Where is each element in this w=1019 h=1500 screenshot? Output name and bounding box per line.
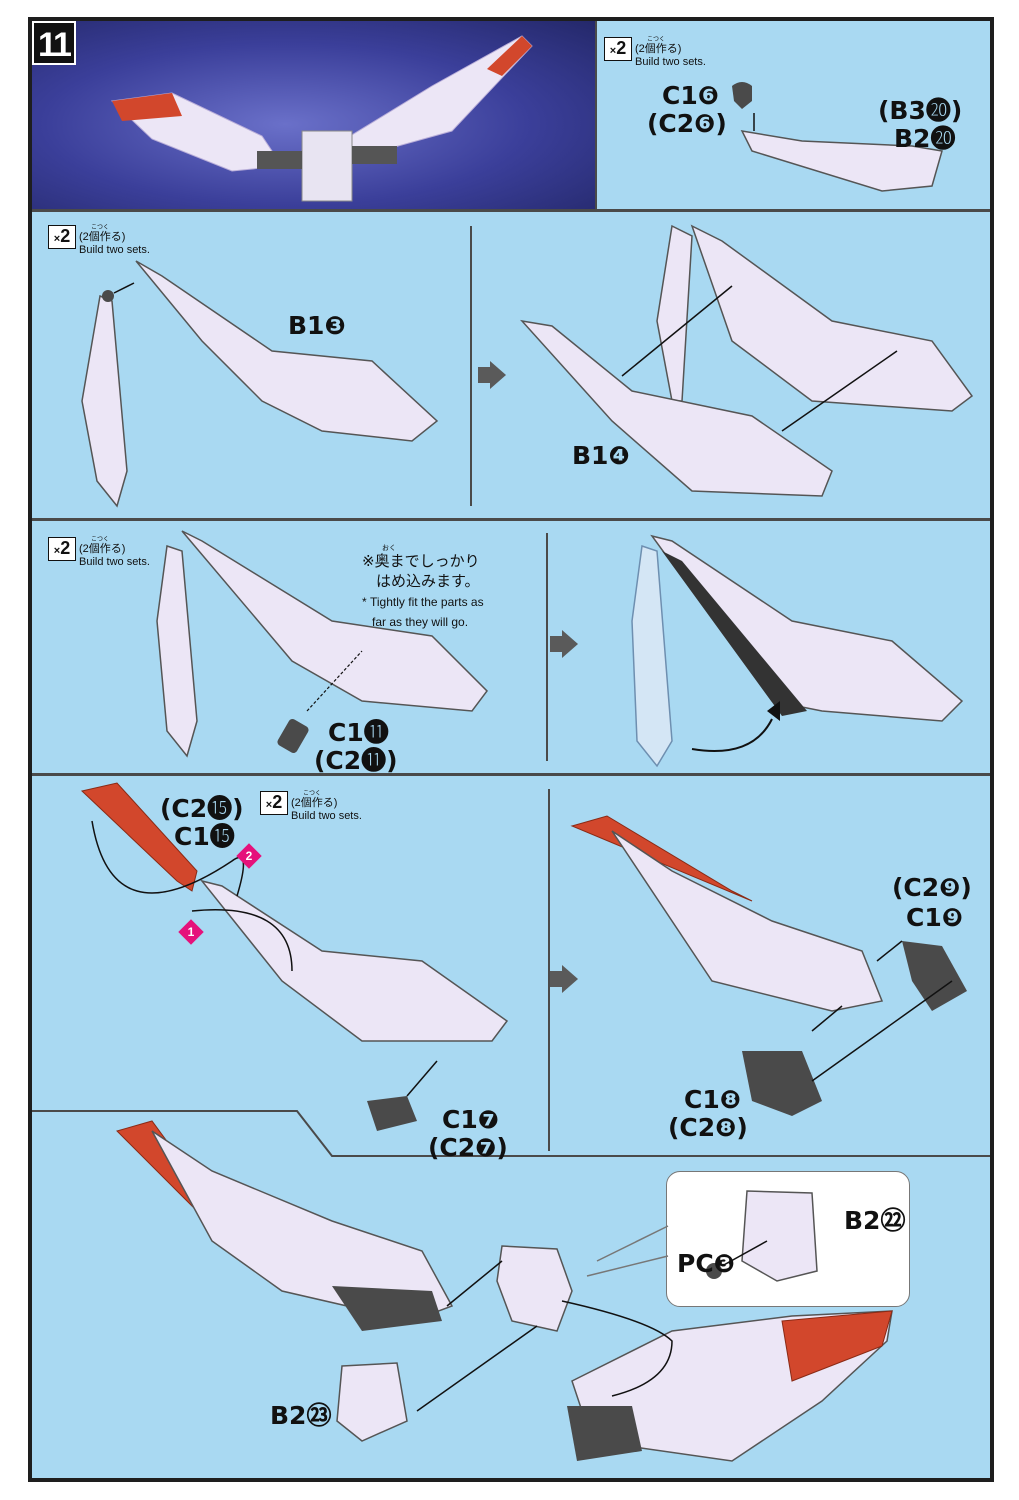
x2-badge: ×2	[260, 791, 288, 815]
build-two-sets: ×2 こつく(2個作る)Build two sets.	[48, 225, 150, 257]
part-label: B2⓴	[894, 124, 956, 153]
divider	[546, 533, 548, 761]
fit-note: おく ※奥までしっかり はめ込みます。 * Tightly fit the pa…	[362, 545, 484, 632]
part-label: (C2❽)	[668, 1113, 748, 1142]
part-label: C1❾	[906, 903, 963, 932]
build-two-sets: ×2 こつく(2個作る)Build two sets.	[604, 37, 706, 69]
x2-badge: ×2	[48, 537, 76, 561]
next-step-arrow	[550, 965, 578, 993]
note-jp: はめ込みます。	[376, 573, 480, 590]
next-step-arrow	[478, 361, 506, 389]
part-label: PC❸	[677, 1249, 735, 1278]
preview-image	[32, 21, 595, 209]
part-label: C1⓫	[328, 718, 389, 747]
divider	[32, 518, 990, 521]
instruction-sheet: 11 ×2 こつく(2個作る)Build two sets. C1❻ (C2❻)…	[28, 17, 994, 1482]
part-label: B1❸	[288, 311, 346, 340]
panel1-parts	[732, 82, 943, 192]
divider	[595, 21, 597, 209]
part-label: B2㉓	[270, 1401, 332, 1430]
x2-badge: ×2	[48, 225, 76, 249]
note-en: * Tightly fit the parts as	[362, 595, 484, 609]
part-label: (C2⓫)	[314, 746, 398, 775]
divider	[32, 209, 990, 212]
part-label: C1❻	[662, 81, 719, 110]
part-label: C1❽	[684, 1085, 741, 1114]
panel4-parts	[80, 782, 967, 1131]
note-ruby: おく	[382, 545, 396, 552]
note-jp: ※奥までしっかり	[362, 553, 480, 570]
panel5-parts	[116, 1120, 893, 1462]
next-step-arrow	[550, 630, 578, 658]
part-label: (C2❼)	[428, 1133, 508, 1162]
divider	[548, 789, 550, 1151]
step-number: 11	[32, 21, 76, 65]
part-label: B1❹	[572, 441, 630, 470]
part-label: (C2⓯)	[160, 794, 244, 823]
part-label: C1⓯	[174, 822, 235, 851]
divider	[32, 773, 990, 776]
part-label: (B3⓴)	[878, 96, 963, 125]
build-two-sets: ×2 こつく(2個作る)Build two sets.	[260, 791, 362, 823]
x2-badge: ×2	[604, 37, 632, 61]
divider	[470, 226, 472, 506]
build-two-sets: ×2 こつく(2個作る)Build two sets.	[48, 537, 150, 569]
panel3-parts	[156, 530, 964, 768]
panel2-parts	[81, 224, 974, 508]
part-label: (C2❻)	[647, 109, 727, 138]
part-label: (C2❾)	[892, 873, 972, 902]
divider-lines	[32, 1110, 990, 1157]
note-en: far as they will go.	[372, 615, 469, 629]
preview-illustration	[110, 35, 533, 202]
part-label: C1❼	[442, 1105, 499, 1134]
part-label: B2㉒	[844, 1206, 906, 1235]
